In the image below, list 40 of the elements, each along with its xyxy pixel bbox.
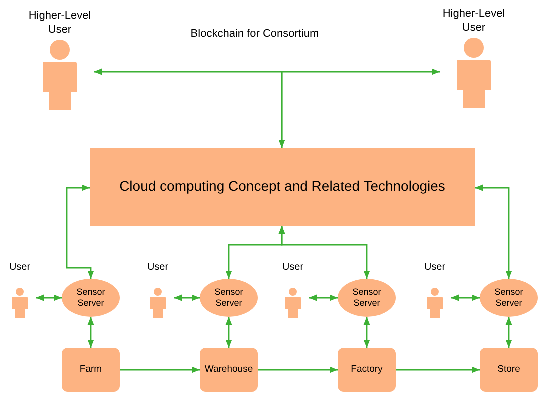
node-text: User xyxy=(9,262,31,274)
node-text: Factory xyxy=(351,362,383,377)
location-box xyxy=(200,348,258,392)
arrow xyxy=(475,184,512,279)
node-text: User xyxy=(282,262,304,274)
arrow xyxy=(174,294,200,302)
arrow xyxy=(36,294,62,302)
arrow xyxy=(309,294,338,302)
node-text: Sensor Server xyxy=(214,287,244,309)
arrow xyxy=(451,294,480,302)
server-ellipse xyxy=(62,279,120,317)
arrow xyxy=(226,317,232,348)
node-text: Sensor Server xyxy=(352,287,382,309)
server-ellipse xyxy=(480,279,538,317)
cloud-box xyxy=(90,148,475,226)
node-text: User xyxy=(147,262,169,274)
location-box xyxy=(338,348,396,392)
server-ellipse xyxy=(200,279,258,317)
node-text: User xyxy=(424,262,446,274)
arrow xyxy=(396,366,480,374)
location-box xyxy=(480,348,538,392)
arrow xyxy=(278,226,370,279)
server-ellipse xyxy=(338,279,396,317)
node-text: Cloud computing Concept and Related Technologies xyxy=(120,177,446,196)
node-text: Higher-Level User xyxy=(28,9,92,37)
diagram-label: Blockchain for Consortium xyxy=(190,27,320,42)
node-text: Sensor Server xyxy=(76,287,106,309)
node-text: Warehouse xyxy=(204,362,254,377)
arrow xyxy=(258,366,338,374)
arrow xyxy=(120,366,200,374)
arrow xyxy=(506,317,512,348)
node-text: Sensor Server xyxy=(494,287,524,309)
arrow xyxy=(278,68,440,148)
arrow xyxy=(364,317,370,348)
arrow xyxy=(88,317,94,348)
node-text: Farm xyxy=(80,362,102,377)
node-text: Higher-Level User xyxy=(442,7,506,35)
arrow xyxy=(66,184,94,279)
location-box xyxy=(62,348,120,392)
node-text: Store xyxy=(498,362,520,377)
